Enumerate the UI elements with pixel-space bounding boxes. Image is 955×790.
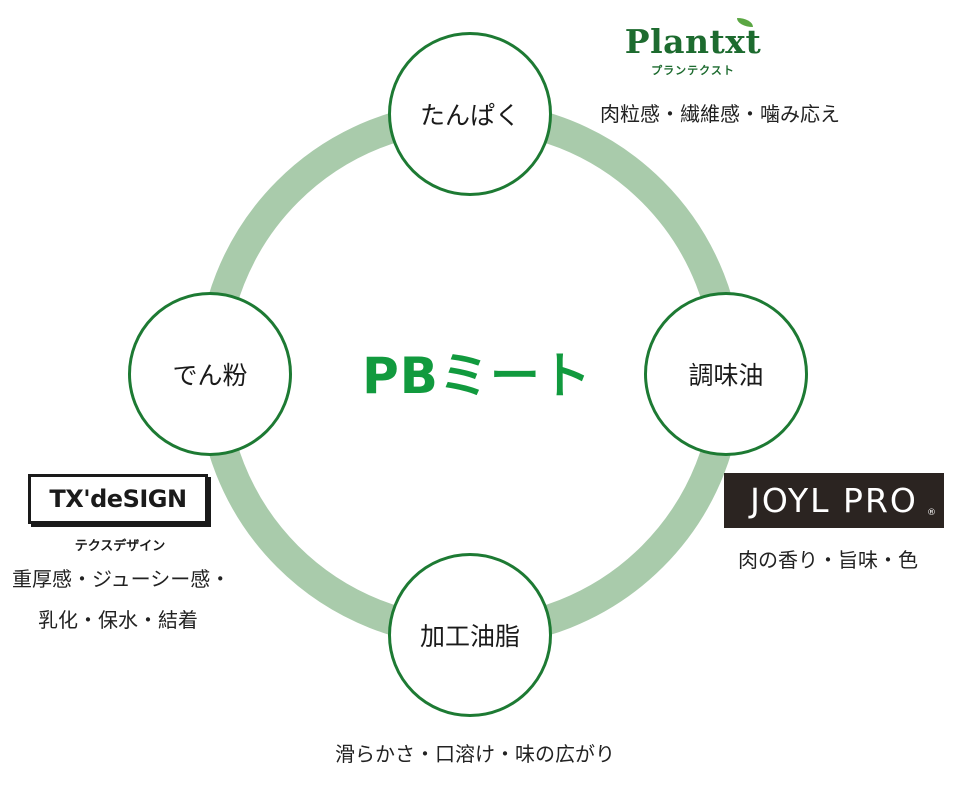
node-seasoning-oil: 調味油 [644,292,808,456]
registered-mark-icon: ® [927,508,936,518]
joyl-pro-logo: JOYL PRO ® [724,473,944,528]
node-starch-label: でん粉 [172,361,248,390]
node-protein: たんぱく [388,32,552,196]
plantxt-logo-kana: プランテクスト [651,64,735,77]
node-starch: でん粉 [128,292,292,456]
joyl-pro-caption: 肉の香り・旨味・色 [738,548,918,572]
txdesign-logo-kana: テクスデザイン [74,539,166,554]
plantxt-logo-word: Plantxt [624,22,762,61]
txdesign-caption-line1: 重厚感・ジューシー感・ [12,567,231,591]
txdesign-logo-word: TX'deSIGN [49,485,187,513]
txdesign-logo: TX'deSIGN [28,474,208,524]
plantxt-logo: Plantxt プランテクスト [603,18,783,78]
txdesign-caption-line2: 乳化・保水・結着 [38,608,198,632]
node-processed-fat-label: 加工油脂 [419,622,520,651]
processed-fat-caption: 滑らかさ・口溶け・味の広がり [335,742,615,766]
joyl-pro-logo-word: JOYL PRO [750,481,918,520]
leaf-icon [737,18,754,27]
node-protein-label: たんぱく [419,101,520,130]
center-title: PBミート [362,347,592,405]
node-seasoning-oil-label: 調味油 [688,361,764,390]
node-processed-fat: 加工油脂 [388,553,552,717]
plantxt-caption: 肉粒感・繊維感・噛み応え [600,102,840,126]
